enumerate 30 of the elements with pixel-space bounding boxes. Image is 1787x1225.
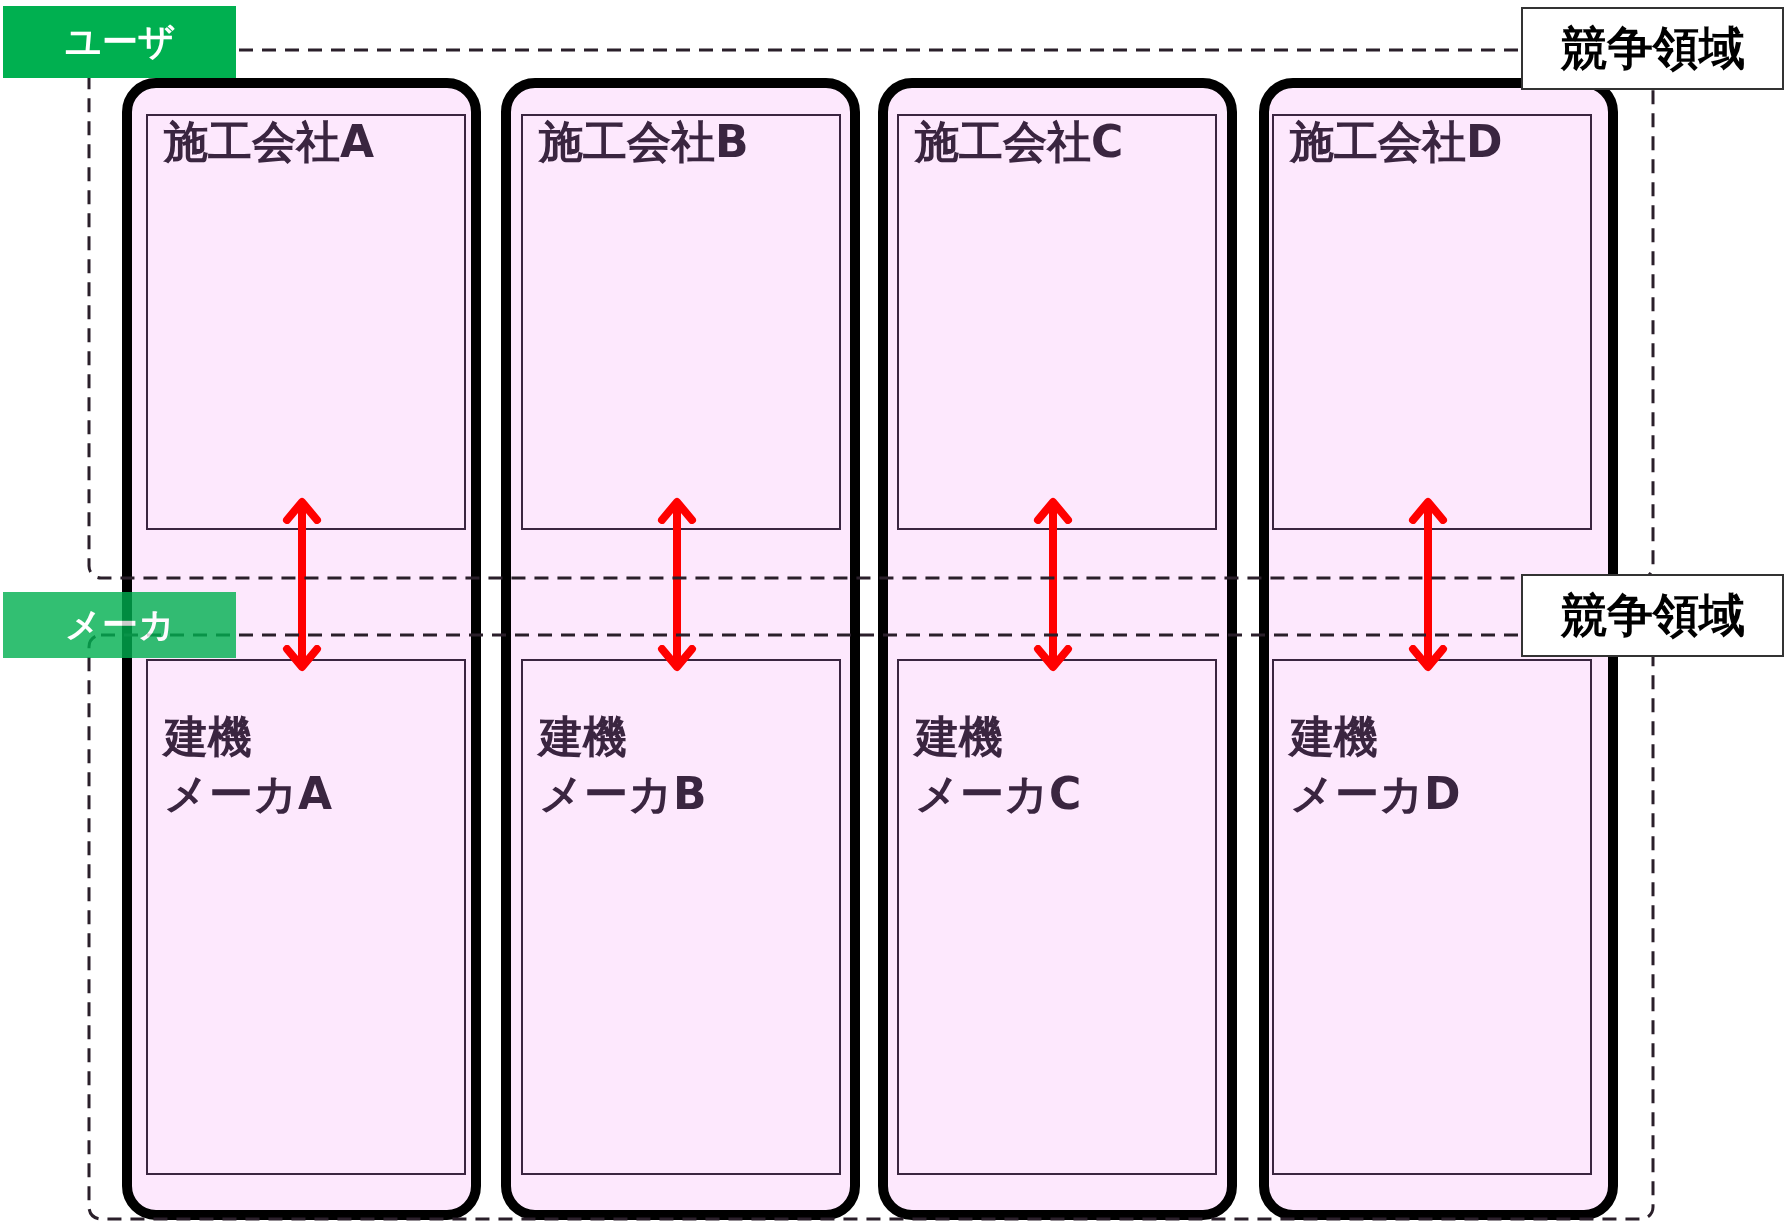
company-box	[1272, 114, 1592, 530]
box-title: メーカC	[915, 770, 1082, 819]
box-title: 施工会社C	[915, 118, 1124, 167]
box-title: 施工会社D	[1290, 118, 1503, 167]
box-title: 建機	[1290, 713, 1378, 762]
double-arrow	[1409, 498, 1447, 671]
company-box	[897, 114, 1217, 530]
box-title: メーカB	[539, 770, 707, 819]
company-box	[521, 114, 841, 530]
column-panel	[878, 78, 1237, 1220]
double-arrow	[658, 498, 696, 671]
box-title: 建機	[164, 713, 252, 762]
company-box	[1272, 659, 1592, 1175]
box-title: 建機	[539, 713, 627, 762]
group-tag: ユーザ	[3, 6, 236, 78]
box-title: 施工会社B	[539, 118, 749, 167]
company-box	[146, 114, 466, 530]
company-box	[146, 659, 466, 1175]
double-arrow	[1034, 498, 1072, 671]
box-title: メーカD	[1290, 770, 1461, 819]
company-box	[897, 659, 1217, 1175]
column-panel	[501, 78, 860, 1220]
group-tag: メーカ	[3, 592, 236, 658]
company-box	[521, 659, 841, 1175]
box-title: 建機	[915, 713, 1003, 762]
area-label: 競争領域	[1521, 7, 1784, 90]
double-arrow	[283, 498, 321, 671]
box-title: 施工会社A	[164, 118, 375, 167]
box-title: メーカA	[164, 770, 333, 819]
area-label: 競争領域	[1521, 574, 1784, 657]
